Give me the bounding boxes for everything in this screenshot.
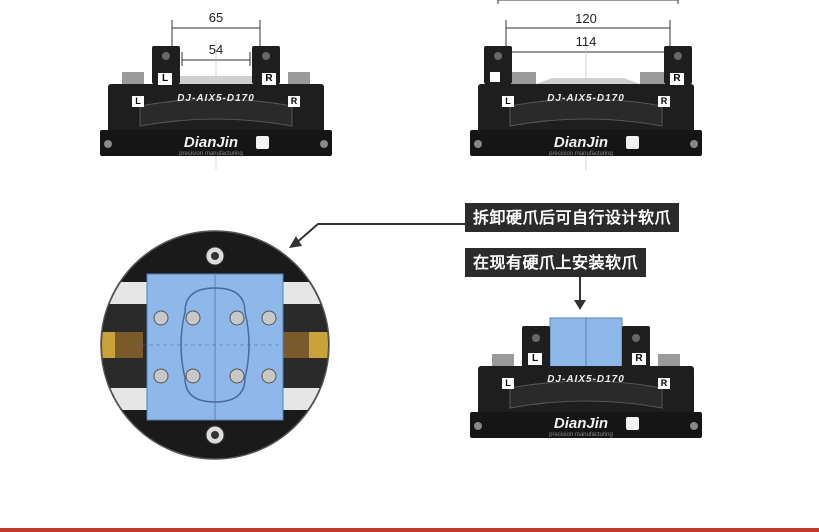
dimension-left-inner: 54 — [208, 42, 224, 57]
dimension-right-outer: 120 — [575, 11, 597, 26]
brand-logo: DianJin — [553, 415, 609, 432]
vise-top-right-drawing — [470, 0, 702, 170]
brand-tagline: precision manufacturing — [179, 151, 243, 157]
body-label-left: L — [502, 378, 514, 389]
model-label: DJ-AIX5-D170 — [177, 93, 255, 104]
brand-tagline: precision manufacturing — [549, 432, 613, 438]
vise-top-left: 65 54 L R L R DJ-AIX5-D170 DianJin preci… — [100, 0, 335, 170]
callout-remove-hard-jaws: 拆卸硬爪后可自行设计软爪 — [465, 203, 680, 232]
model-label: DJ-AIX5-D170 — [547, 93, 625, 104]
jaw-label-left: L — [528, 353, 542, 365]
jaw-label-left: L — [158, 73, 172, 85]
model-label: DJ-AIX5-D170 — [547, 374, 625, 385]
brand-logo: DianJin — [553, 134, 609, 151]
brand-logo-mark — [256, 136, 269, 149]
brand-tagline: precision manufacturing — [549, 151, 613, 157]
body-label-right: R — [658, 96, 670, 107]
dimension-left-outer: 65 — [208, 10, 224, 25]
bottom-accent-line — [0, 528, 819, 532]
jaw-label-right: R — [670, 73, 684, 85]
vise-soft-jaws: L R L R DJ-AIX5-D170 DianJin precision m… — [470, 312, 705, 447]
vise-top-right: 120 114 R L R DJ-AIX5-D170 DianJin preci… — [470, 0, 705, 170]
callout-install-soft-jaws: 在现有硬爪上安装软爪 — [465, 248, 647, 277]
brand-logo-mark — [626, 417, 639, 430]
body-label-left: L — [502, 96, 514, 107]
brand-logo: DianJin — [183, 134, 239, 151]
body-label-right: R — [658, 378, 670, 389]
dimension-right-inner: 114 — [575, 34, 597, 49]
top-view-detail — [95, 230, 335, 460]
jaw-label-right: R — [262, 73, 276, 85]
vise-soft-jaws-drawing — [470, 317, 702, 438]
body-label-left: L — [132, 96, 144, 107]
jaw-label-right: R — [632, 353, 646, 365]
top-view-drawing — [100, 230, 330, 460]
body-label-right: R — [288, 96, 300, 107]
brand-logo-mark — [626, 136, 639, 149]
vise-top-left-drawing — [100, 20, 332, 170]
